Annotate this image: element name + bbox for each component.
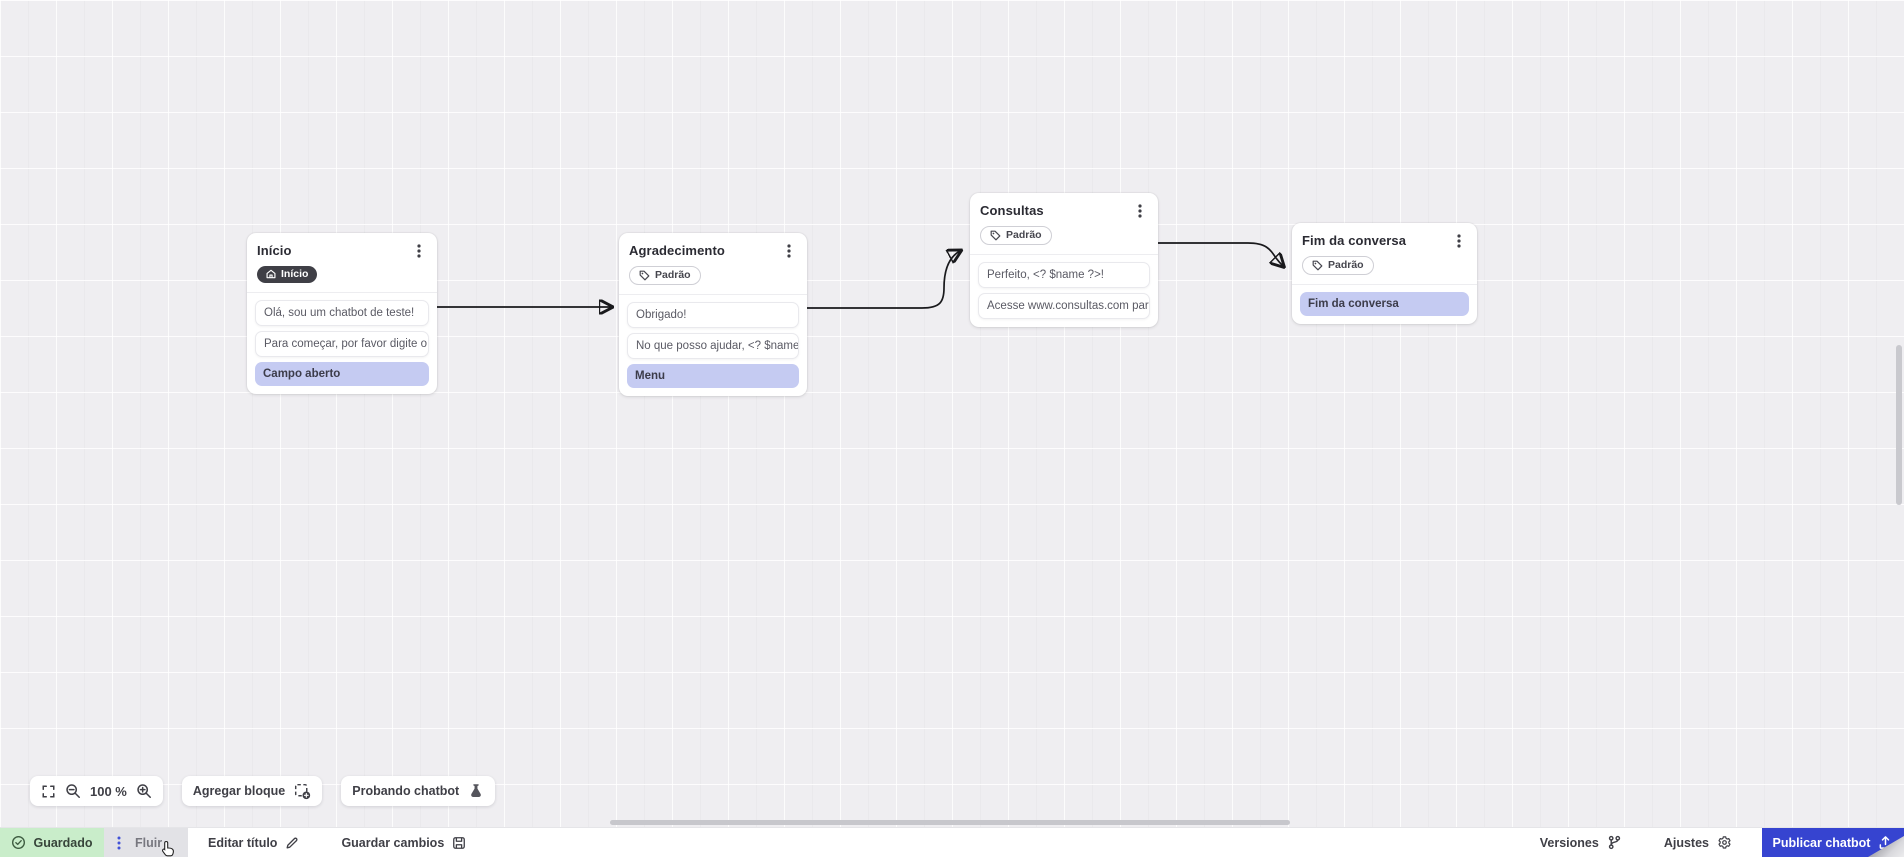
save-changes-button[interactable]: Guardar cambios: [341, 828, 466, 857]
drag-handle-icon[interactable]: [117, 836, 121, 850]
badge-label: Padrão: [1006, 229, 1042, 242]
node-header: Fim da conversa Padrão: [1292, 223, 1477, 284]
flow-tab-label: Fluir: [135, 835, 163, 850]
node-header: Agradecimento Padrão: [619, 233, 807, 294]
tag-icon: [1312, 260, 1323, 271]
badge-label: Padrão: [655, 269, 691, 282]
node-consultas[interactable]: Consultas Padrão Perfeito, <? $name ?>! …: [970, 193, 1158, 327]
edit-title-label: Editar título: [208, 835, 278, 850]
flow-canvas[interactable]: Início Início Olá, sou um chatbot de tes…: [0, 0, 1904, 827]
zoom-in-icon[interactable]: [136, 783, 152, 799]
edges-layer: [437, 242, 1904, 827]
gear-icon: [1717, 835, 1732, 850]
saved-status-badge: Guardado: [0, 828, 104, 857]
node-menu-icon[interactable]: [781, 243, 797, 259]
add-block-label: Agregar bloque: [192, 784, 286, 798]
check-circle-icon: [11, 835, 26, 850]
bottom-status-bar: Guardado Fluir Editar título Guardar cam…: [0, 827, 1904, 857]
home-icon: [266, 269, 276, 279]
saved-label: Guardado: [33, 835, 93, 850]
node-inicio[interactable]: Início Início Olá, sou um chatbot de tes…: [247, 233, 437, 395]
node-menu-icon[interactable]: [1132, 203, 1148, 219]
pencil-icon: [285, 836, 299, 850]
node-title: Início: [257, 243, 292, 258]
settings-button[interactable]: Ajustes: [1664, 828, 1732, 857]
versions-button[interactable]: Versiones: [1540, 828, 1622, 857]
zoom-controls: 100 %: [30, 776, 163, 806]
test-chatbot-label: Probando chatbot: [352, 784, 460, 798]
edit-title-button[interactable]: Editar título: [208, 828, 299, 857]
node-header: Início Início: [247, 233, 437, 292]
node-agradecimento[interactable]: Agradecimento Padrão Obrigado! No que po…: [619, 233, 807, 396]
vertical-scrollbar-thumb[interactable]: [1896, 345, 1902, 505]
save-changes-label: Guardar cambios: [341, 835, 445, 850]
add-block-button[interactable]: Agregar bloque: [181, 776, 323, 806]
start-badge: Início: [257, 266, 318, 283]
tab-flow[interactable]: Fluir: [104, 828, 188, 857]
node-title: Agradecimento: [629, 243, 725, 258]
message-bubble[interactable]: Para começar, por favor digite o ...: [255, 331, 429, 358]
zoom-level-value: 100 %: [90, 783, 127, 799]
node-action-button[interactable]: Menu: [627, 364, 799, 388]
node-header: Consultas Padrão: [970, 193, 1158, 254]
default-badge: Padrão: [1302, 256, 1374, 275]
node-menu-icon[interactable]: [1451, 233, 1467, 249]
flask-icon: [468, 783, 484, 799]
git-branch-icon: [1607, 835, 1622, 850]
statusbar-spacer: [466, 828, 1539, 857]
message-bubble[interactable]: Obrigado!: [627, 302, 799, 328]
fullscreen-icon[interactable]: [41, 784, 56, 799]
settings-label: Ajustes: [1663, 835, 1709, 850]
tag-icon: [639, 270, 650, 281]
message-bubble[interactable]: Perfeito, <? $name ?>!: [978, 262, 1150, 288]
node-title: Fim da conversa: [1302, 233, 1407, 248]
horizontal-scrollbar-thumb[interactable]: [610, 820, 1290, 825]
publish-label: Publicar chatbot: [1772, 835, 1871, 850]
zoom-out-icon[interactable]: [65, 783, 81, 799]
add-block-icon: [294, 783, 311, 800]
message-bubble[interactable]: Olá, sou um chatbot de teste!: [255, 300, 429, 327]
badge-label: Padrão: [1328, 259, 1364, 272]
message-bubble[interactable]: No que posso ajudar, <? $name ...: [627, 333, 799, 359]
node-action-button[interactable]: Campo aberto: [255, 362, 429, 387]
versions-label: Versiones: [1539, 835, 1599, 850]
badge-label: Início: [281, 268, 309, 280]
default-badge: Padrão: [980, 226, 1052, 245]
node-action-button[interactable]: Fim da conversa: [1300, 292, 1469, 316]
save-icon: [452, 836, 466, 850]
canvas-toolbar: 100 % Agregar bloque Probando chatbot: [30, 776, 496, 806]
default-badge: Padrão: [629, 266, 701, 285]
message-bubble[interactable]: Acesse www.consultas.com par...: [978, 293, 1150, 319]
node-menu-icon[interactable]: [411, 243, 427, 259]
edge-consultas-fim[interactable]: [1158, 242, 1283, 266]
node-title: Consultas: [980, 203, 1044, 218]
node-fim-da-conversa[interactable]: Fim da conversa Padrão Fim da conversa: [1292, 223, 1477, 324]
test-chatbot-button[interactable]: Probando chatbot: [341, 776, 496, 806]
tag-icon: [990, 230, 1001, 241]
edge-agradecimento-consultas[interactable]: [807, 251, 960, 309]
publish-chatbot-button[interactable]: Publicar chatbot: [1762, 828, 1904, 857]
